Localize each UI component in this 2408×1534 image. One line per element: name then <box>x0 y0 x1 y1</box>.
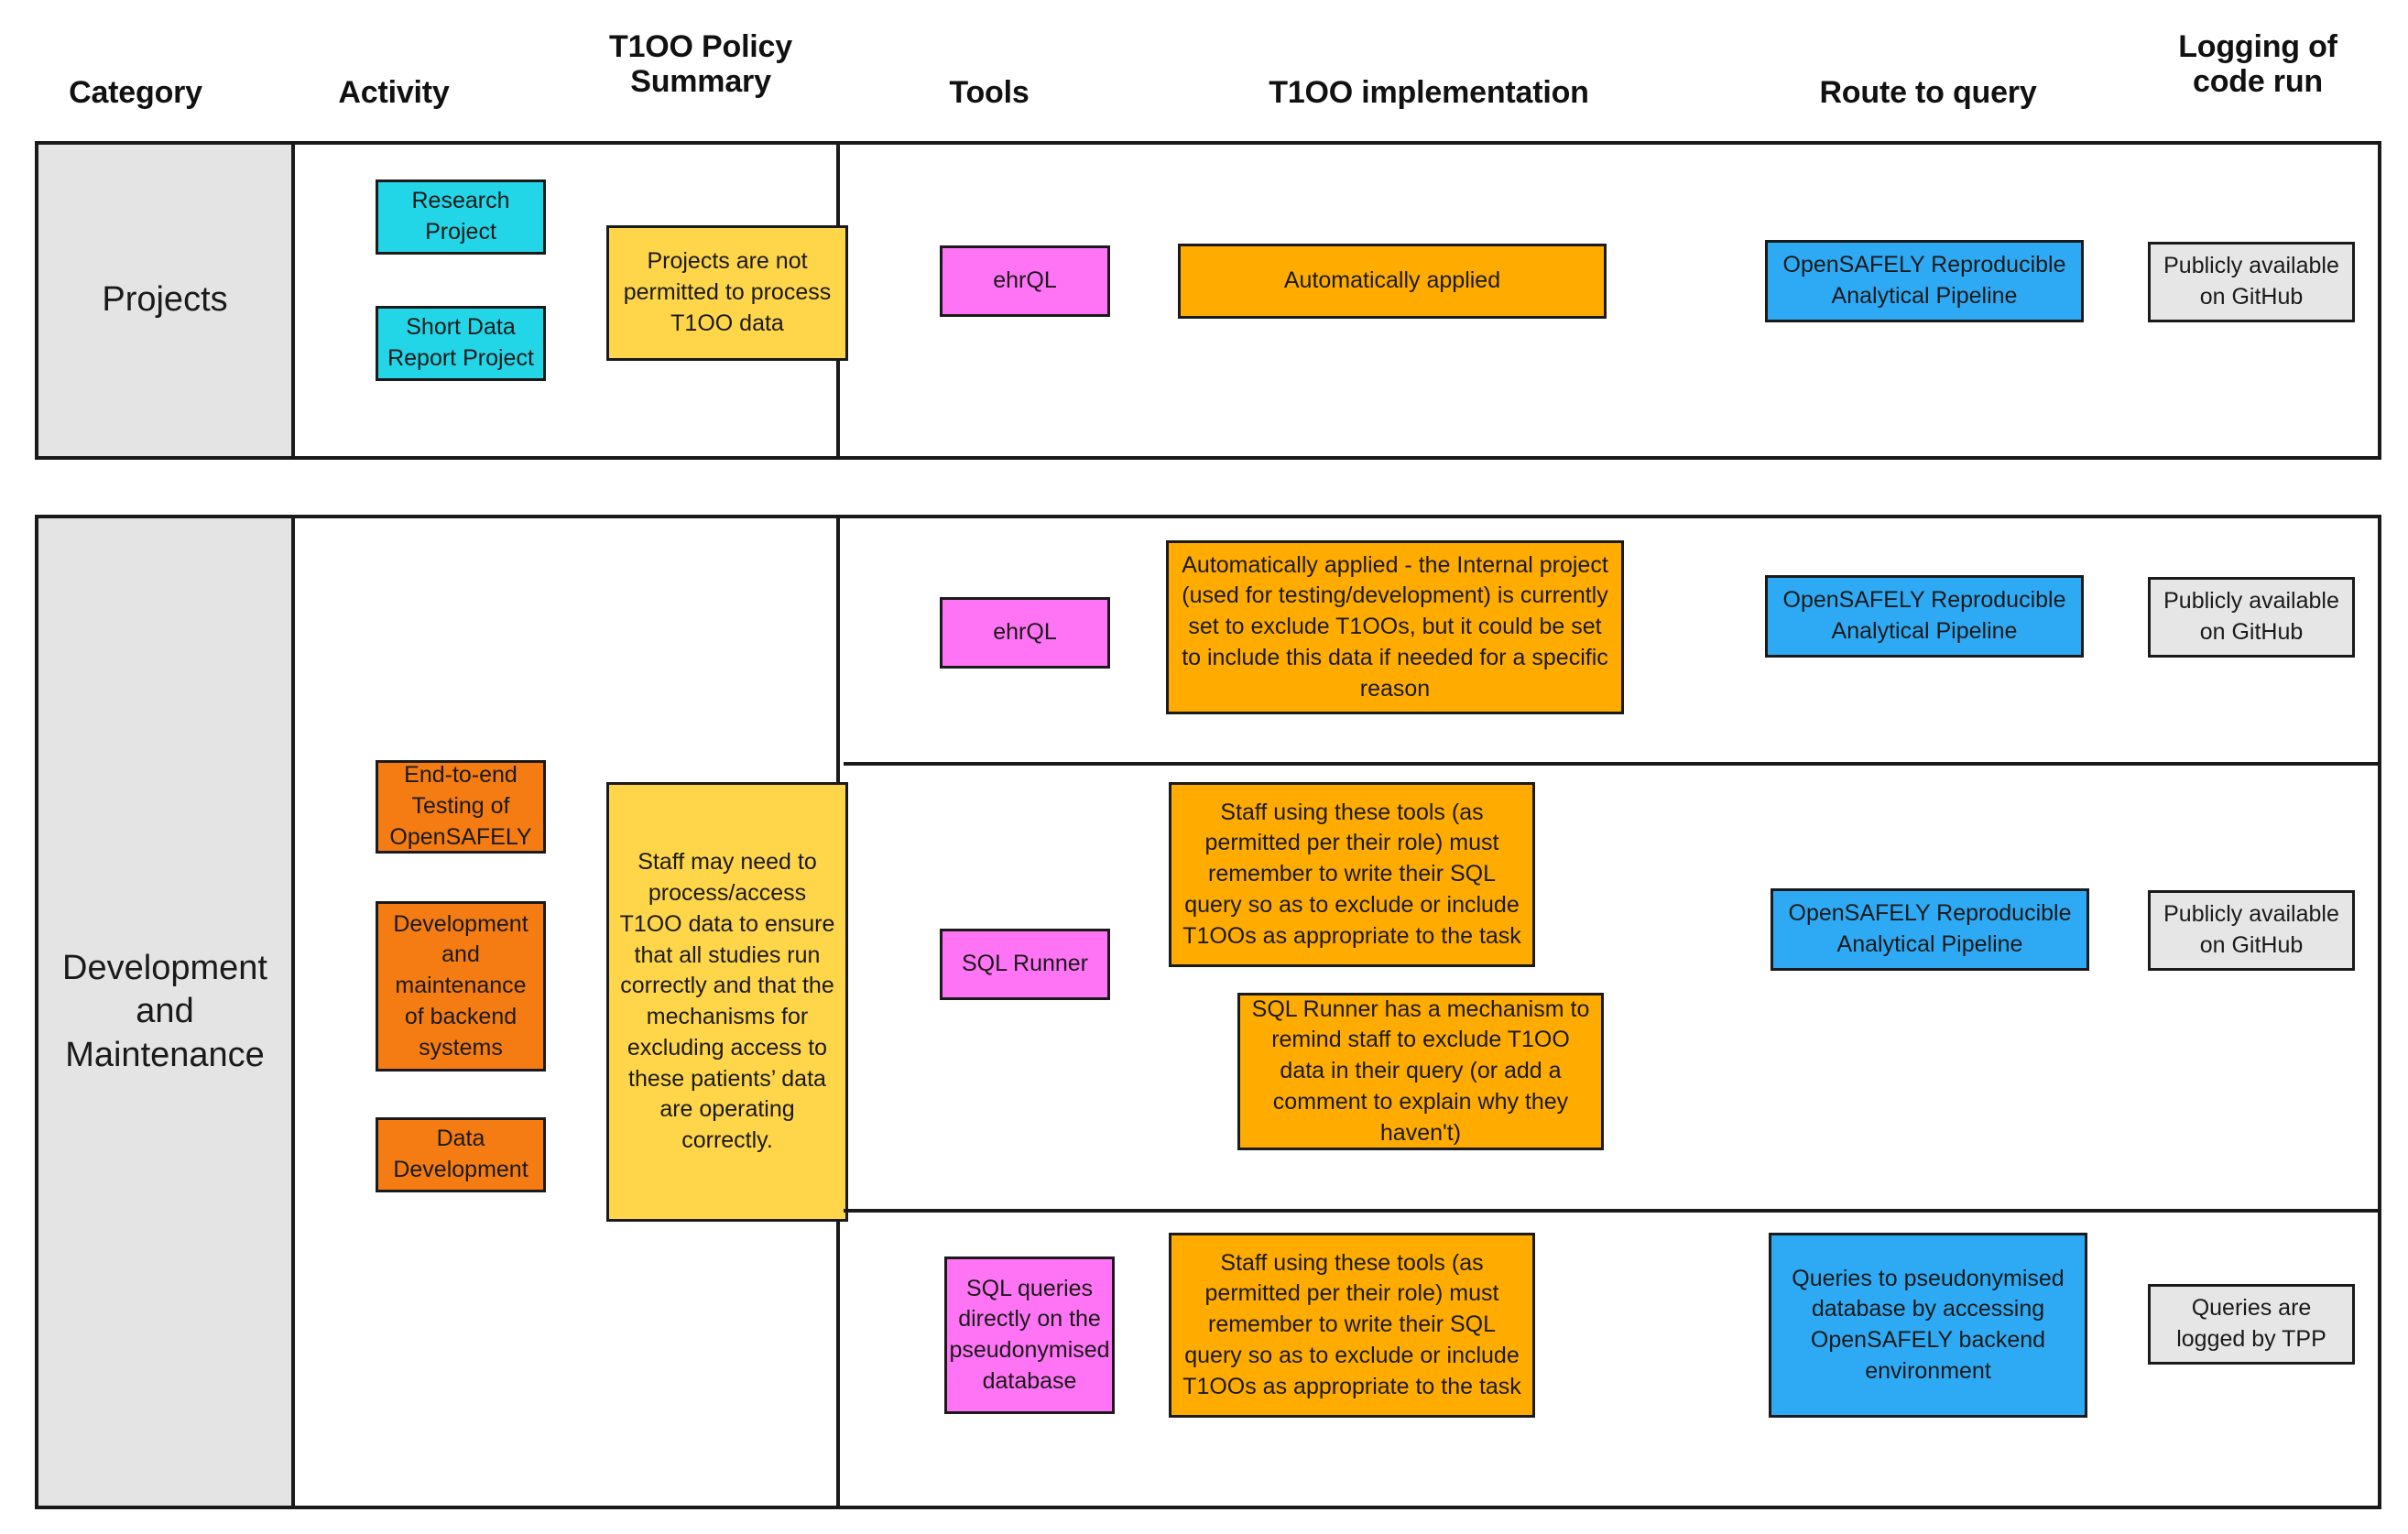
tool-box-sql-runner[interactable]: SQL Runner <box>940 929 1110 1000</box>
detail-cell-development-maintenance: ehrQL Automatically applied - the Intern… <box>844 518 2378 1506</box>
table-row-projects: Projects Research Project Short Data Rep… <box>35 141 2381 460</box>
logging-box-tpp[interactable]: Queries are logged by TPP <box>2148 1284 2355 1365</box>
logging-box-github[interactable]: Publicly available on GitHub <box>2148 890 2355 971</box>
tool-box-ehrql[interactable]: ehrQL <box>940 597 1110 669</box>
activity-box-end-to-end-testing[interactable]: End-to-end Testing of OpenSAFELY <box>376 760 546 854</box>
subrow-devmaint-ehrql: ehrQL Automatically applied - the Intern… <box>844 518 2378 766</box>
column-header-route-to-query: Route to query <box>1819 75 2037 110</box>
route-box-osafely-rap[interactable]: OpenSAFELY Reproducible Analytical Pipel… <box>1765 240 2084 322</box>
policy-summary-box-projects[interactable]: Projects are not permitted to process T1… <box>606 225 848 361</box>
subrow-devmaint-sql-runner: SQL Runner Staff using these tools (as p… <box>844 766 2378 1213</box>
activity-cell-projects: Research Project Short Data Report Proje… <box>295 145 848 456</box>
activity-cell-development-maintenance: End-to-end Testing of OpenSAFELY Develop… <box>295 518 848 1506</box>
implementation-box-sql-runner-reminder[interactable]: SQL Runner has a mechanism to remind sta… <box>1237 993 1604 1150</box>
tool-box-direct-sql-queries[interactable]: SQL queries directly on the pseudonymise… <box>944 1257 1115 1414</box>
column-header-category: Category <box>69 75 202 110</box>
category-cell-projects: Projects <box>38 145 295 456</box>
implementation-box-auto-applied[interactable]: Automatically applied <box>1178 244 1607 319</box>
activity-box-short-data-report-project[interactable]: Short Data Report Project <box>376 306 546 381</box>
column-header-activity: Activity <box>338 75 450 110</box>
subrow-projects-ehrql: ehrQL Automatically applied OpenSAFELY R… <box>844 145 2378 456</box>
policy-summary-box-development[interactable]: Staff may need to process/access T1OO da… <box>606 782 848 1222</box>
logging-box-github[interactable]: Publicly available on GitHub <box>2148 242 2355 322</box>
tool-box-ehrql[interactable]: ehrQL <box>940 245 1110 317</box>
activity-box-backend-dev-maintenance[interactable]: Development and maintenance of backend s… <box>376 901 546 1072</box>
column-headers: Category Activity T1OO Policy Summary To… <box>0 0 2408 137</box>
implementation-box-staff-sql-exclude[interactable]: Staff using these tools (as permitted pe… <box>1169 782 1535 967</box>
activity-box-data-development[interactable]: Data Development <box>376 1117 546 1192</box>
implementation-box-auto-applied-internal[interactable]: Automatically applied - the Internal pro… <box>1166 540 1624 714</box>
table-row-development-maintenance: Development and Maintenance End-to-end T… <box>35 515 2381 1509</box>
logging-box-github[interactable]: Publicly available on GitHub <box>2148 577 2355 658</box>
activity-box-research-project[interactable]: Research Project <box>376 180 546 255</box>
column-header-policy-summary: T1OO Policy Summary <box>609 29 792 100</box>
detail-cell-projects: ehrQL Automatically applied OpenSAFELY R… <box>844 145 2378 456</box>
route-box-osafely-rap[interactable]: OpenSAFELY Reproducible Analytical Pipel… <box>1771 888 2089 971</box>
column-header-tools: Tools <box>949 75 1030 110</box>
implementation-box-staff-sql-exclude[interactable]: Staff using these tools (as permitted pe… <box>1169 1233 1535 1418</box>
column-header-logging: Logging of code run <box>2178 29 2337 100</box>
column-header-implementation: T1OO implementation <box>1269 75 1589 110</box>
route-box-pseudonymised-backend[interactable]: Queries to pseudonymised database by acc… <box>1769 1233 2087 1418</box>
category-cell-development-maintenance: Development and Maintenance <box>38 518 295 1506</box>
subrow-devmaint-direct-sql: SQL queries directly on the pseudonymise… <box>844 1213 2378 1506</box>
route-box-osafely-rap[interactable]: OpenSAFELY Reproducible Analytical Pipel… <box>1765 575 2084 658</box>
